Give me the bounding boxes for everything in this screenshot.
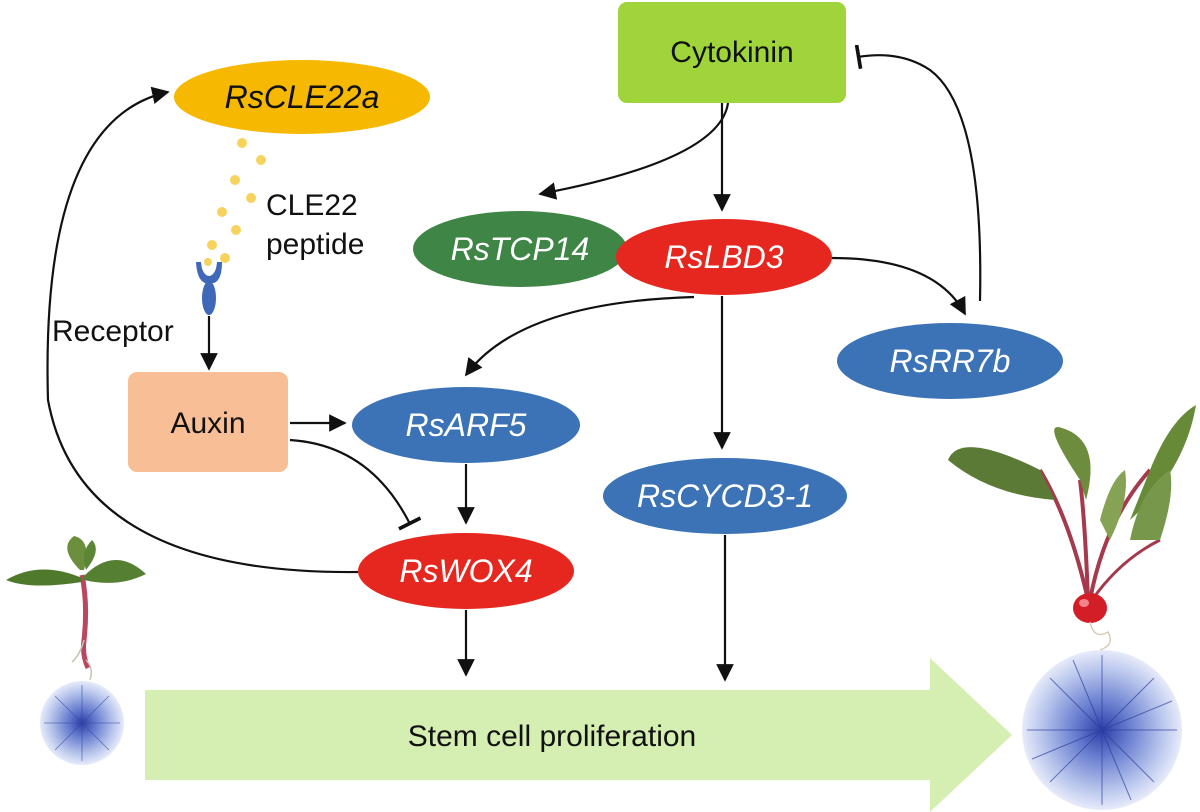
edge-rswox4-to-rscle22a <box>46 86 359 574</box>
edges <box>46 44 982 682</box>
rstcp14-node <box>413 211 627 287</box>
rswox4-label: RsWOX4 <box>399 553 532 589</box>
cle22-label-line2: peptide <box>266 228 364 261</box>
receptor-icon <box>196 262 222 315</box>
cle22-peptide-dots <box>204 138 266 266</box>
cle22-label-line1: CLE22 <box>266 189 358 222</box>
rslbd3-node <box>616 219 832 295</box>
rscle22a-node <box>174 60 430 134</box>
rswox4-node <box>358 533 574 609</box>
auxin-label: Auxin <box>170 407 245 440</box>
rstcp14-label: RsTCP14 <box>451 231 590 267</box>
receptor-label: Receptor <box>52 315 174 348</box>
edge-rsrr7b-inhibits-cytokinin <box>854 44 982 302</box>
rsarf5-node <box>352 387 580 463</box>
rsrr7b-node <box>837 323 1063 399</box>
rslbd3-label: RsLBD3 <box>664 239 783 275</box>
root-cross-section-small <box>40 681 124 765</box>
rsrr7b-label: RsRR7b <box>890 343 1011 379</box>
seedling-image <box>6 536 146 681</box>
rscycd3-label: RsCYCD3-1 <box>637 478 813 514</box>
proliferation-arrow <box>145 658 1012 812</box>
rscle22a-label: RsCLE22a <box>225 79 380 115</box>
proliferation-label: Stem cell proliferation <box>408 720 696 753</box>
root-cross-section-large <box>1022 650 1182 810</box>
edge-cytokinin-to-rstcp14 <box>538 102 730 200</box>
rscycd3-node <box>603 458 847 534</box>
cytokinin-label: Cytokinin <box>670 36 793 69</box>
edge-rslbd3-to-rsarf5 <box>464 295 695 377</box>
rsarf5-label: RsARF5 <box>406 407 527 443</box>
auxin-box <box>128 372 288 472</box>
edge-rslbd3-to-rsrr7b <box>831 256 966 316</box>
radish-plant-image <box>948 405 1196 651</box>
edge-auxin-inhibits-rswox4 <box>289 438 422 531</box>
cytokinin-box <box>618 2 846 103</box>
